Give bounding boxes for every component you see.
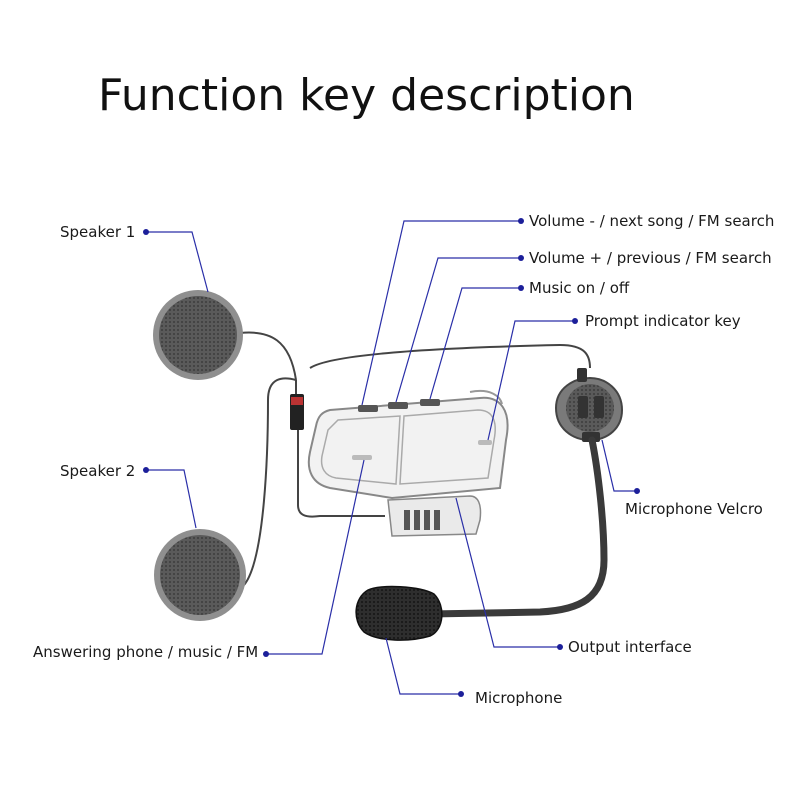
leader-lines — [146, 220, 636, 695]
leader-answering — [268, 459, 365, 655]
answer-key — [352, 455, 372, 460]
label-music: Music on / off — [529, 279, 630, 297]
label-volume-plus: Volume + / previous / FM search — [529, 249, 772, 267]
microphone-velcro — [554, 368, 624, 442]
boom-microphone — [355, 436, 608, 641]
cables — [239, 331, 591, 586]
volume-plus-key — [388, 402, 408, 409]
speaker2-cable — [243, 377, 297, 586]
leader-microphone — [385, 637, 460, 695]
speaker-1 — [153, 290, 243, 380]
label-answering: Answering phone / music / FM — [33, 643, 259, 661]
leader-volume-plus — [395, 257, 520, 403]
leader-volume-minus — [361, 220, 520, 406]
label-mic-velcro: Microphone Velcro — [625, 500, 763, 518]
leader-speaker2 — [146, 469, 197, 529]
connector-pins — [404, 510, 440, 530]
label-prompt: Prompt indicator key — [585, 312, 741, 330]
mic-velcro-cable — [309, 343, 591, 369]
prompt-indicator-key — [478, 440, 492, 445]
leader-dots — [143, 218, 640, 697]
leader-music — [429, 287, 520, 400]
leader-speaker1 — [146, 231, 209, 293]
page-title: Function key description — [98, 70, 635, 121]
speaker-2 — [154, 529, 246, 621]
volume-minus-key — [358, 405, 378, 412]
unit-cable — [297, 430, 385, 518]
label-speaker-2: Speaker 2 — [60, 462, 136, 480]
headset-unit — [307, 390, 509, 537]
label-microphone: Microphone — [475, 689, 563, 707]
label-output: Output interface — [568, 638, 692, 656]
music-key — [420, 399, 440, 406]
leader-prompt — [487, 320, 574, 441]
speaker1-cable — [239, 331, 297, 381]
leader-mic-velcro — [601, 439, 636, 492]
label-speaker-1: Speaker 1 — [60, 223, 136, 241]
leader-output — [455, 497, 560, 648]
label-volume-minus: Volume - / next song / FM search — [529, 212, 775, 230]
